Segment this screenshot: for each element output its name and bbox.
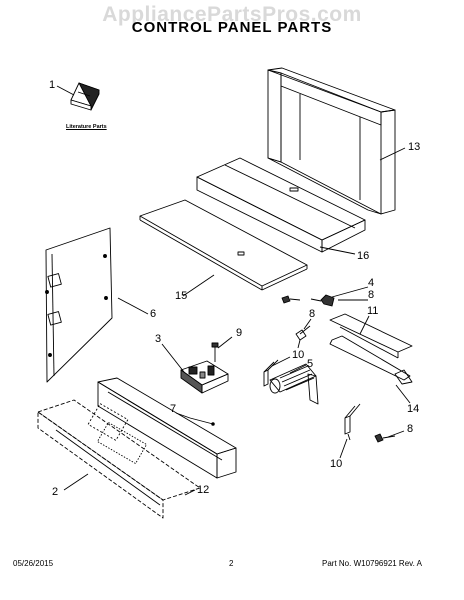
leader-12 [184, 489, 196, 496]
leader-11 [359, 315, 370, 335]
callout-3: 3 [155, 333, 162, 345]
trim-bezel [87, 377, 237, 479]
callout-5: 5 [307, 358, 314, 370]
leader-1 [56, 85, 75, 96]
callout-16: 16 [357, 250, 370, 262]
literature-parts-label: Literature Parts [66, 124, 107, 130]
leader-10b [339, 438, 348, 459]
callout-10: 10 [292, 349, 305, 361]
bracket-lower [344, 403, 361, 441]
top-cover [196, 157, 366, 253]
watermark: AppliancePartsPros.com [102, 3, 362, 26]
leader-13 [379, 147, 406, 161]
control-board [180, 360, 229, 394]
callout-9: 9 [236, 327, 243, 339]
console-panel-detail [55, 422, 161, 506]
callout-8c: 8 [407, 423, 414, 435]
callout-4: 4 [368, 277, 375, 289]
screw-7 [189, 417, 215, 426]
footer-part-no: Part No. W10796921 Rev. A [322, 559, 422, 568]
leader-2 [63, 473, 89, 491]
callout-15: 15 [175, 290, 188, 302]
side-shield [45, 227, 113, 383]
leader-16 [319, 246, 356, 255]
leader-5 [289, 364, 307, 374]
footer-page: 2 [229, 559, 234, 568]
callout-2: 2 [52, 486, 59, 498]
panel-plate [139, 199, 308, 291]
leader-15 [182, 274, 215, 297]
leader-8c [387, 430, 405, 438]
screw-bracket [310, 294, 335, 307]
page-title: CONTROL PANEL PARTS [131, 19, 333, 36]
callout-12: 12 [197, 484, 210, 496]
callout-6: 6 [150, 308, 157, 320]
mounting-frame [267, 67, 396, 215]
callout-10b: 10 [330, 458, 343, 470]
leader-10a [271, 356, 291, 367]
callout-1: 1 [49, 79, 56, 91]
screw-9 [211, 342, 219, 362]
cooling-fan [269, 363, 319, 405]
footer-date: 05/26/2015 [13, 559, 54, 568]
leader-14 [395, 384, 411, 404]
literature-booklet [70, 82, 100, 111]
console-panel [37, 399, 201, 519]
callout-14: 14 [407, 403, 420, 415]
leader-3 [161, 343, 185, 373]
leader-8b [303, 318, 312, 330]
leader-9 [217, 336, 233, 349]
callout-8b: 8 [309, 308, 316, 320]
callout-11: 11 [367, 305, 379, 317]
leader-4 [331, 286, 369, 298]
callout-7: 7 [170, 403, 177, 415]
callout-8: 8 [368, 289, 375, 301]
leader-6 [117, 297, 149, 315]
leader-7 [175, 412, 191, 419]
callout-13: 13 [408, 141, 421, 153]
support-bracket [329, 313, 413, 385]
screw-8a [281, 295, 301, 304]
wire-screw [295, 325, 311, 349]
